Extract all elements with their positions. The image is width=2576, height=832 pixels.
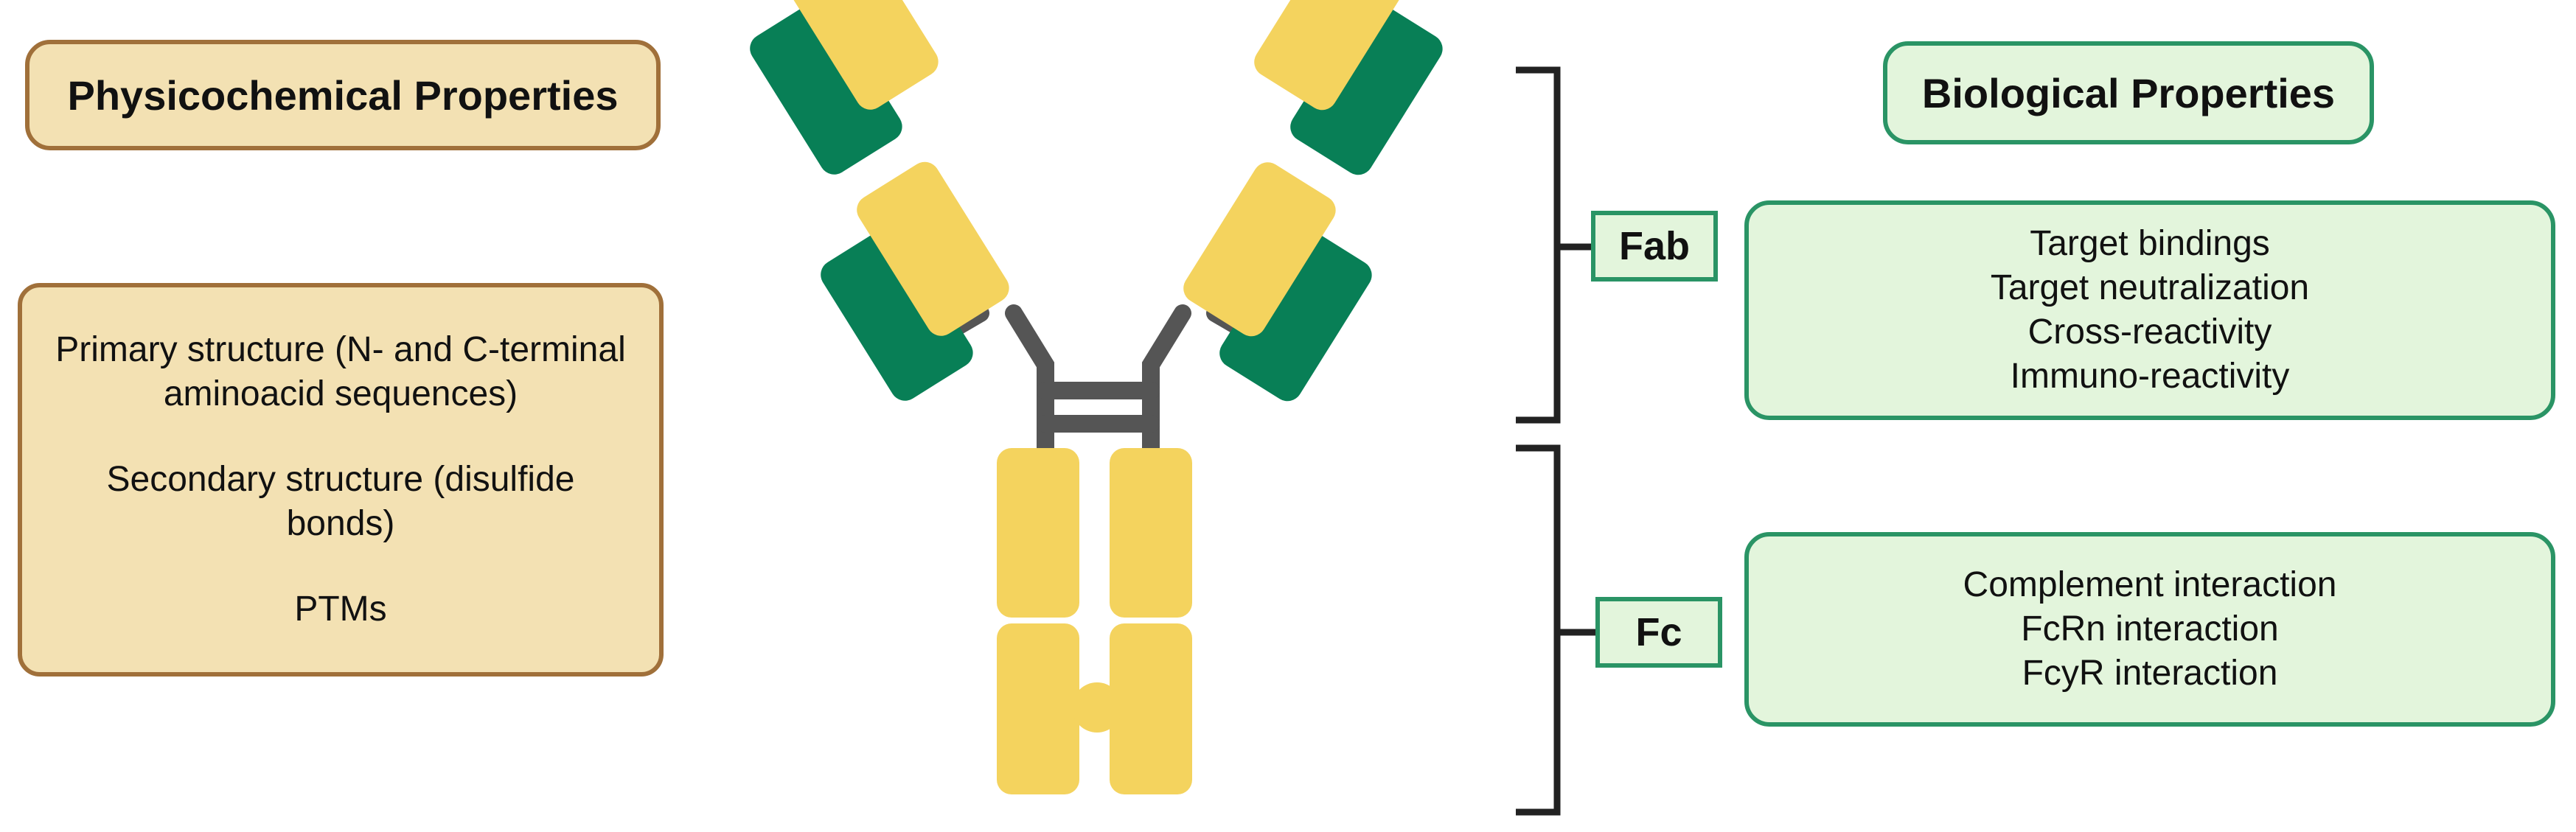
- biological-title: Biological Properties: [1883, 41, 2374, 144]
- physicochemical-item-ptms: PTMs: [294, 590, 387, 629]
- left-heavy-chain-ch1: [857, 161, 1009, 336]
- right-fab-arm: [1183, 0, 1443, 402]
- right-heavy-chain-variable: [1254, 0, 1407, 111]
- fc-item-complement: Complement interaction: [1963, 565, 2337, 604]
- physicochemical-list: Primary structure (N- and C-terminal ami…: [18, 283, 664, 677]
- fc-properties-list: Complement interaction FcRn interaction …: [1744, 532, 2555, 727]
- left-heavy-chain-variable: [786, 0, 939, 110]
- physicochemical-item-primary: Primary structure (N- and C-terminal ami…: [55, 330, 626, 413]
- fc-right-ch3: [1110, 623, 1192, 794]
- fab-item-cross-reactivity: Cross-reactivity: [2027, 312, 2272, 352]
- fab-label: Fab: [1591, 211, 1718, 282]
- fc-item-fcrn: FcRn interaction: [2021, 609, 2279, 649]
- physicochemical-title: Physicochemical Properties: [25, 40, 661, 150]
- fc-knob: [1072, 682, 1122, 733]
- physicochemical-title-text: Physicochemical Properties: [67, 71, 619, 119]
- fab-item-target-neutralization: Target neutralization: [1990, 268, 2310, 307]
- right-heavy-chain-ch1: [1183, 162, 1336, 337]
- antibody-icon: [750, 0, 1443, 794]
- fc-bracket: [1516, 444, 1561, 816]
- brackets: [1516, 66, 1595, 816]
- fc-right-ch2: [1110, 448, 1192, 618]
- fc-label: Fc: [1595, 597, 1722, 668]
- fc-left-ch3: [997, 623, 1079, 794]
- fab-properties-list: Target bindings Target neutralization Cr…: [1744, 200, 2555, 420]
- fc-item-fcyr: FcyR interaction: [2022, 654, 2278, 693]
- fc-left-ch2: [997, 448, 1079, 618]
- left-light-chain-variable: [750, 0, 902, 175]
- hinge-linker: [927, 304, 1268, 466]
- biological-title-text: Biological Properties: [1921, 69, 2336, 116]
- physicochemical-item-secondary: Secondary structure (disulfide bonds): [106, 460, 575, 543]
- left-light-chain-constant: [821, 226, 973, 401]
- fab-item-target-bindings: Target bindings: [2030, 224, 2270, 263]
- fab-bracket: [1516, 66, 1561, 424]
- fab-item-immuno-reactivity: Immuno-reactivity: [2010, 357, 2290, 396]
- fc-stem: [997, 448, 1192, 794]
- left-fab-arm: [750, 0, 1009, 401]
- right-light-chain-constant: [1219, 227, 1372, 402]
- right-light-chain-variable: [1290, 1, 1443, 175]
